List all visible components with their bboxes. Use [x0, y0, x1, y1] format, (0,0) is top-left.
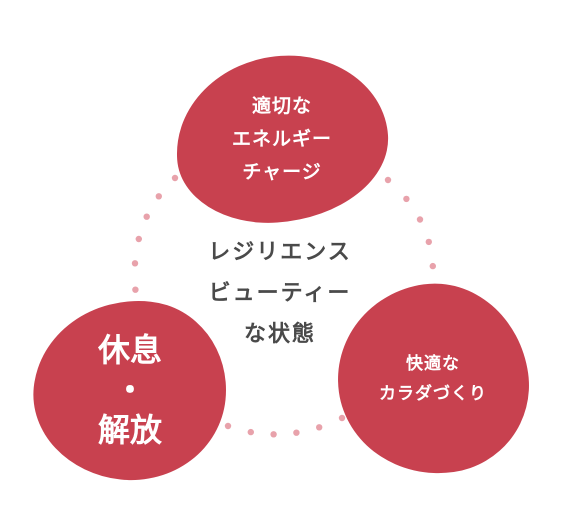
connector-dot — [316, 424, 323, 431]
connector-dot — [384, 176, 392, 184]
connector-dot — [429, 262, 436, 270]
blob-rest-release-line-1: 休息 — [97, 330, 163, 369]
blob-rest-release-line-3: 解放 — [97, 410, 163, 449]
center-label-line-3: な状態 — [243, 322, 316, 347]
connector-dot — [155, 193, 162, 200]
connector-dot — [293, 429, 300, 436]
connector-dot — [143, 213, 150, 220]
blob-rest-release-text: 休息 ・ 解放 — [98, 330, 162, 450]
blob-energy-charge-text: 適切な エネルギー チャージ — [232, 90, 332, 189]
blob-comfortable-body-line-1: 快適な — [406, 354, 460, 374]
connector-dot — [403, 195, 410, 203]
connector-dot — [425, 238, 432, 246]
connector-dot — [416, 216, 424, 223]
connector-dot — [131, 260, 139, 267]
connector-dot — [338, 414, 346, 422]
connector-dot — [132, 286, 139, 293]
blob-comfortable-body-text: 快適な カラダづくり — [379, 349, 487, 409]
blob-rest-release-line-2: ・ — [113, 370, 147, 409]
center-label: レジリエンス ビューティー な状態 — [160, 232, 400, 355]
blob-comfortable-body-line-2: カラダづくり — [379, 384, 487, 404]
connector-dot — [135, 235, 142, 243]
connector-dot — [247, 428, 254, 436]
blob-energy-charge-line-2: エネルギー — [231, 127, 333, 150]
blob-energy-charge-line-1: 適切な — [251, 94, 313, 117]
connector-dot — [224, 422, 232, 430]
blob-energy-charge-line-3: チャージ — [242, 160, 322, 183]
connector-dot — [270, 431, 277, 438]
center-label-line-1: レジリエンス — [208, 240, 352, 265]
center-label-line-2: ビューティー — [208, 281, 352, 306]
connector-dot — [171, 174, 179, 182]
